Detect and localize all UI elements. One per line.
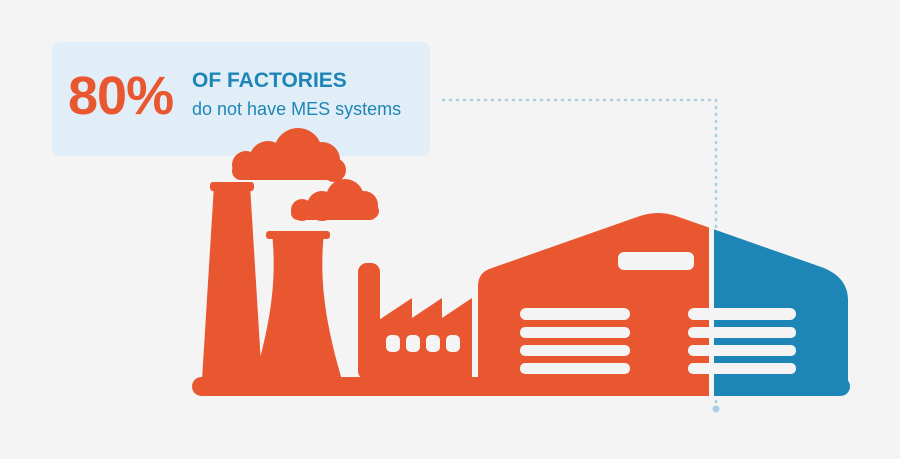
dock-door xyxy=(688,308,796,374)
warehouse-sign xyxy=(618,252,694,270)
workshop-window xyxy=(446,335,460,352)
stat-heading: OF FACTORIES xyxy=(192,69,347,92)
cooling-tower-icon xyxy=(254,232,342,380)
leader-dot xyxy=(712,405,720,413)
smoke-cloud-icon xyxy=(232,128,379,221)
workshop-window xyxy=(386,335,400,352)
workshop-window xyxy=(406,335,420,352)
leader-line xyxy=(441,98,718,412)
factory-orange-portion xyxy=(192,128,712,396)
workshop-window xyxy=(426,335,440,352)
stat-description: do not have MES systems xyxy=(192,99,402,119)
split-gap xyxy=(709,200,714,400)
stat-percent: 80% xyxy=(68,66,174,126)
dock-door xyxy=(520,308,630,374)
workshop-building xyxy=(376,298,472,380)
chimney-icon xyxy=(202,185,262,380)
building-details xyxy=(386,200,796,400)
small-stack xyxy=(358,263,380,380)
factory-blue-portion xyxy=(712,228,850,396)
ground-base xyxy=(192,377,712,396)
stat-card: 80% OF FACTORIES do not have MES systems xyxy=(52,42,430,156)
